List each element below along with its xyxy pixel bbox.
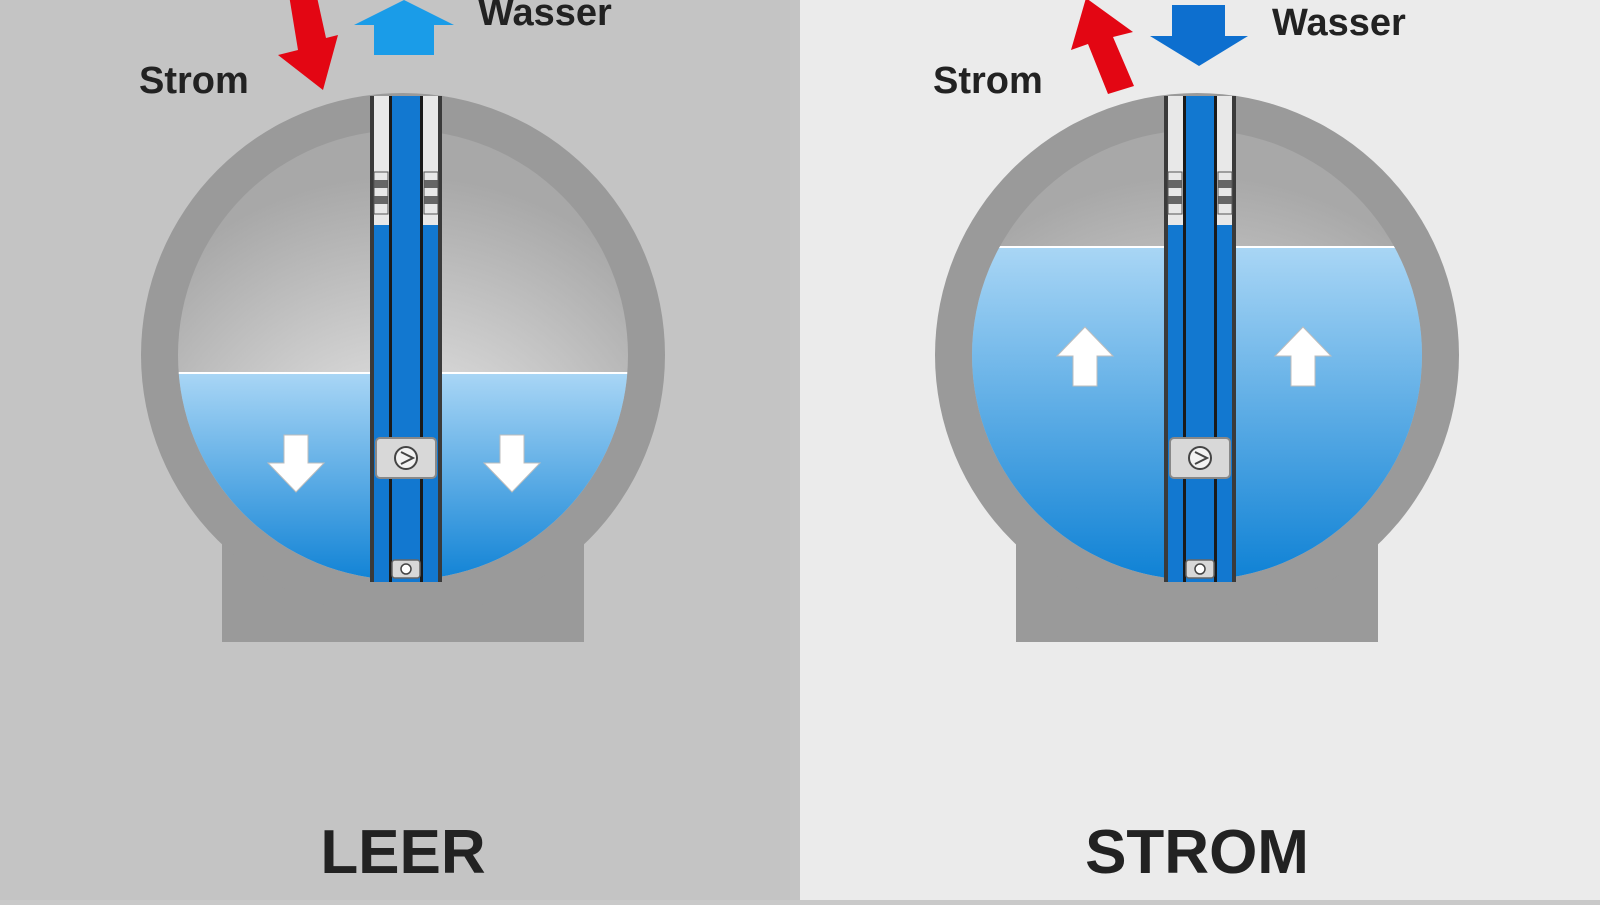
riser-pipe [1164,96,1236,582]
arrow-white-up-icon [1055,326,1333,387]
riser-pipe [370,96,442,582]
state-label-leer: LEER [320,818,485,887]
wasser-label: Wasser [478,0,612,34]
strom-label: Strom [933,60,1043,102]
pump-icon [375,437,437,579]
pump-icon [1169,437,1231,579]
arrow-white-down-icon [266,434,542,493]
panel-right: Strom Wasser STROM [933,0,1459,887]
strom-label: Strom [139,60,249,102]
arrow-red-up-icon [1071,0,1134,94]
arrow-blue-up-icon [354,0,454,55]
arrow-red-down-icon [278,0,338,90]
state-label-strom: STROM [1085,818,1309,887]
arrow-blue-down-icon [1150,5,1248,66]
wasser-label: Wasser [1272,2,1406,44]
panel-left: Strom Wasser LEER [139,0,665,887]
